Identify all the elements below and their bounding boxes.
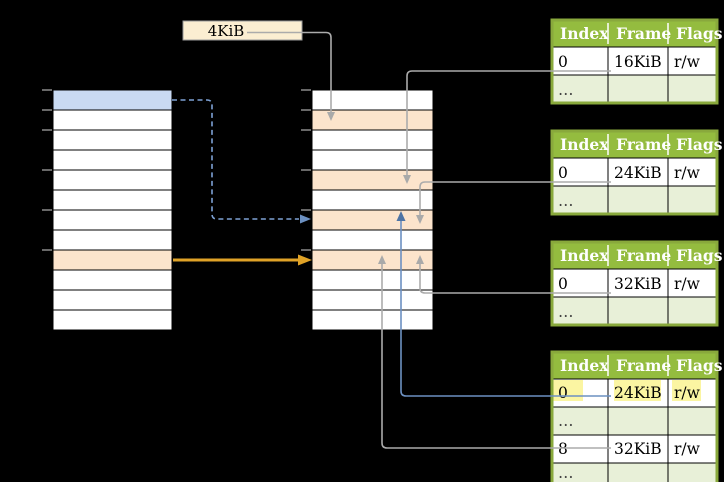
virtual-page-blue	[52, 89, 173, 111]
physical-memory-ticks	[301, 89, 311, 251]
table2-header-index: Index	[560, 135, 609, 154]
arrow-right-icon	[300, 214, 311, 224]
page-size-leader-line	[247, 31, 332, 112]
table4-row3-ellipsis: …	[558, 464, 574, 482]
table2-ellipsis-row	[552, 186, 717, 214]
virtual-memory-column	[42, 89, 173, 331]
table4-row2-flags: r/w	[674, 440, 701, 458]
table3-header-dividers	[607, 245, 669, 266]
table4-row0-flags: r/w	[674, 384, 701, 402]
arrow-table2-frame-24kib	[416, 181, 611, 224]
table2-grid	[552, 157, 717, 214]
arrow-table1-frame-16kib	[403, 70, 611, 184]
arrow-down-icon	[327, 112, 335, 121]
table2-header-frame: Frame	[616, 135, 671, 154]
virtual-memory-ticks	[42, 89, 52, 251]
arrow-down-icon	[416, 215, 424, 224]
table3-row0-index: 0	[558, 275, 568, 293]
table4-row0-index: 0	[558, 384, 568, 402]
table1-row0-flags: r/w	[674, 53, 701, 71]
table3-ellipsis-row	[552, 297, 717, 325]
page-table-3: Index Frame Flags 0 32KiB r/w …	[550, 240, 723, 327]
table4-row0-frame: 24KiB	[614, 384, 662, 402]
table4-highlight-frame	[614, 380, 661, 401]
table1-border	[550, 18, 719, 105]
arrow-up-icon	[378, 255, 386, 264]
page-size-label: 4KiB	[208, 22, 245, 40]
page-size-box	[182, 20, 303, 41]
arrow-table4-frame-32kib	[378, 255, 611, 449]
arrow-table4-frame-24kib	[396, 211, 611, 397]
table1-header-index: Index	[560, 24, 609, 43]
table4-header	[552, 352, 717, 379]
table1-header	[552, 20, 717, 47]
arrow-right-icon	[298, 254, 312, 266]
table3-border	[550, 240, 719, 327]
table3-row0-flags: r/w	[674, 275, 701, 293]
table3-connector-line	[419, 264, 611, 294]
arrow-up-icon	[396, 211, 406, 221]
table3-header-index: Index	[560, 246, 609, 265]
table2-header-flags: Flags	[676, 135, 723, 154]
table1-header-flags: Flags	[676, 24, 723, 43]
page-table-2: Index Frame Flags 0 24KiB r/w …	[550, 129, 723, 216]
arrow-table3-frame-32kib	[416, 255, 611, 294]
table4-header-flags: Flags	[676, 356, 723, 375]
table2-header	[552, 131, 717, 158]
table4-blue-connector-line	[400, 221, 611, 397]
table1-connector-line	[406, 70, 611, 175]
table4-highlight-flags	[672, 380, 701, 401]
table2-row0-flags: r/w	[674, 164, 701, 182]
table1-header-frame: Frame	[616, 24, 671, 43]
physical-frame-orange-2	[311, 169, 434, 191]
arrow-up-icon	[416, 255, 424, 264]
table2-row0-frame: 24KiB	[614, 164, 662, 182]
dashed-translation-line	[172, 99, 299, 220]
physical-memory-row-lines	[312, 109, 433, 311]
table1-row0-frame: 16KiB	[614, 53, 662, 71]
table4-row2-index: 8	[558, 440, 568, 458]
table2-header-dividers	[607, 134, 669, 155]
table4-ellipsis-row-2	[552, 463, 717, 482]
arrow-down-icon	[403, 175, 411, 184]
table1-row0-index: 0	[558, 53, 568, 71]
table1-grid	[552, 46, 717, 103]
virtual-memory-row-lines	[53, 109, 172, 311]
page-table-4: Index Frame Flags 0 24KiB r/w … 8 32KiB …	[550, 350, 723, 482]
table2-border	[550, 129, 719, 216]
table2-row0-index: 0	[558, 164, 568, 182]
table3-header	[552, 242, 717, 269]
table4-gray-connector-line	[381, 264, 611, 449]
table3-row0-frame: 32KiB	[614, 275, 662, 293]
table3-header-frame: Frame	[616, 246, 671, 265]
table1-header-dividers	[607, 23, 669, 44]
physical-memory-column	[301, 89, 434, 331]
arrow-virtual-blue-page-translation	[172, 99, 311, 224]
table4-row1-ellipsis: …	[558, 412, 574, 430]
table1-ellipsis-row	[552, 75, 717, 103]
table4-grid	[552, 378, 717, 482]
table3-row1-ellipsis: …	[558, 303, 574, 321]
table4-header-index: Index	[560, 356, 609, 375]
physical-frame-orange-4	[311, 249, 434, 271]
table3-grid	[552, 268, 717, 325]
virtual-page-orange	[52, 249, 173, 271]
table2-row1-ellipsis: …	[558, 192, 574, 210]
page-size-label-box: 4KiB	[182, 20, 303, 41]
table3-header-flags: Flags	[676, 246, 723, 265]
physical-frame-orange-3	[311, 209, 434, 231]
table4-header-frame: Frame	[616, 356, 671, 375]
table4-header-dividers	[607, 355, 669, 376]
table1-row1-ellipsis: …	[558, 81, 574, 99]
table4-ellipsis-row-1	[552, 407, 717, 435]
arrow-virtual-orange-page-translation	[173, 254, 312, 266]
table4-border	[550, 350, 719, 482]
page-size-leader-arrow	[247, 31, 335, 121]
table4-row2-frame: 32KiB	[614, 440, 662, 458]
table2-connector-line	[419, 181, 611, 215]
page-table-1: Index Frame Flags 0 16KiB r/w …	[550, 18, 723, 105]
